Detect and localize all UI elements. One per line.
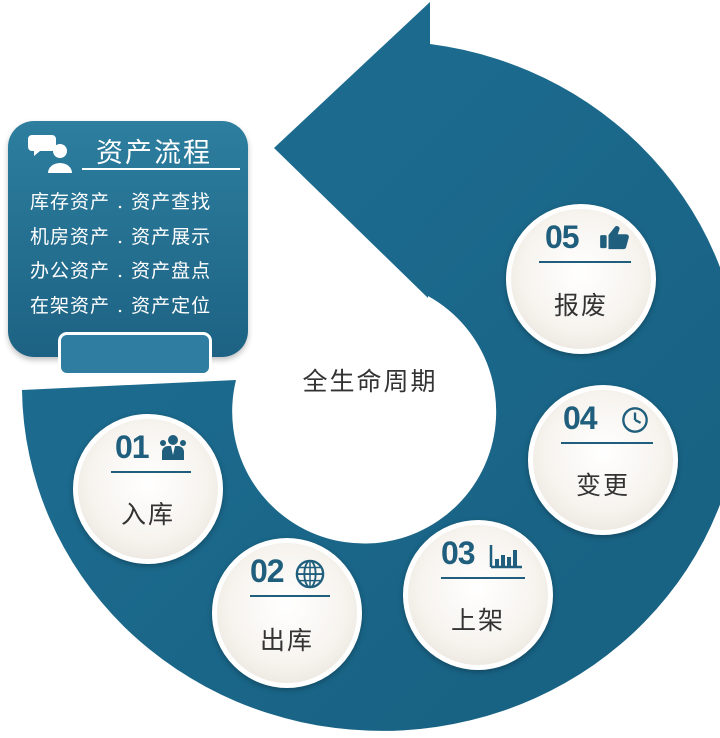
step-underline	[250, 595, 330, 597]
people-icon	[160, 435, 186, 460]
step-label: 报废	[553, 291, 608, 320]
user-chat-icon	[28, 135, 72, 173]
card-line: 机房资产 . 资产展示	[30, 225, 212, 248]
step-label: 入库	[120, 500, 175, 529]
step-number: 02	[250, 553, 285, 589]
step-number: 01	[115, 429, 150, 465]
step-label: 变更	[575, 471, 630, 500]
card-title: 资产流程	[96, 138, 212, 169]
step-underline	[441, 577, 525, 579]
step-underline	[561, 442, 653, 444]
center-label: 全生命周期	[302, 367, 438, 396]
step-number: 03	[441, 535, 476, 571]
asset-process-card: 资产流程 库存资产 . 资产查找 机房资产 . 资产展示 办公资产 . 资产盘点…	[8, 121, 248, 376]
step-04-circle: 04 变更	[528, 385, 678, 535]
card-line: 库存资产 . 资产查找	[30, 191, 212, 213]
step-number: 04	[563, 400, 598, 436]
step-underline	[539, 261, 631, 263]
step-number: 05	[545, 219, 580, 255]
thumbs-up-icon	[600, 226, 629, 250]
card-lines: 库存资产 . 资产查找 机房资产 . 资产展示 办公资产 . 资产盘点 在架资产…	[30, 185, 211, 323]
step-03-circle: 03 上架	[403, 520, 553, 670]
step-02-circle: 02 出库	[212, 538, 362, 688]
step-01-circle: 01 入库	[73, 414, 223, 564]
clock-icon	[622, 407, 648, 433]
step-label: 上架	[450, 606, 505, 635]
cycle-arrow-shape	[22, 2, 720, 731]
card-title-underline	[82, 168, 240, 170]
globe-icon	[295, 559, 325, 589]
card-tab	[58, 332, 212, 376]
bar-chart-icon	[489, 545, 522, 569]
step-05-circle: 05 报废	[506, 204, 656, 354]
card-line: 在架资产 . 资产定位	[30, 294, 212, 317]
card-line: 办公资产 . 资产盘点	[30, 260, 212, 282]
step-label: 出库	[259, 626, 314, 655]
step-underline	[111, 471, 191, 473]
